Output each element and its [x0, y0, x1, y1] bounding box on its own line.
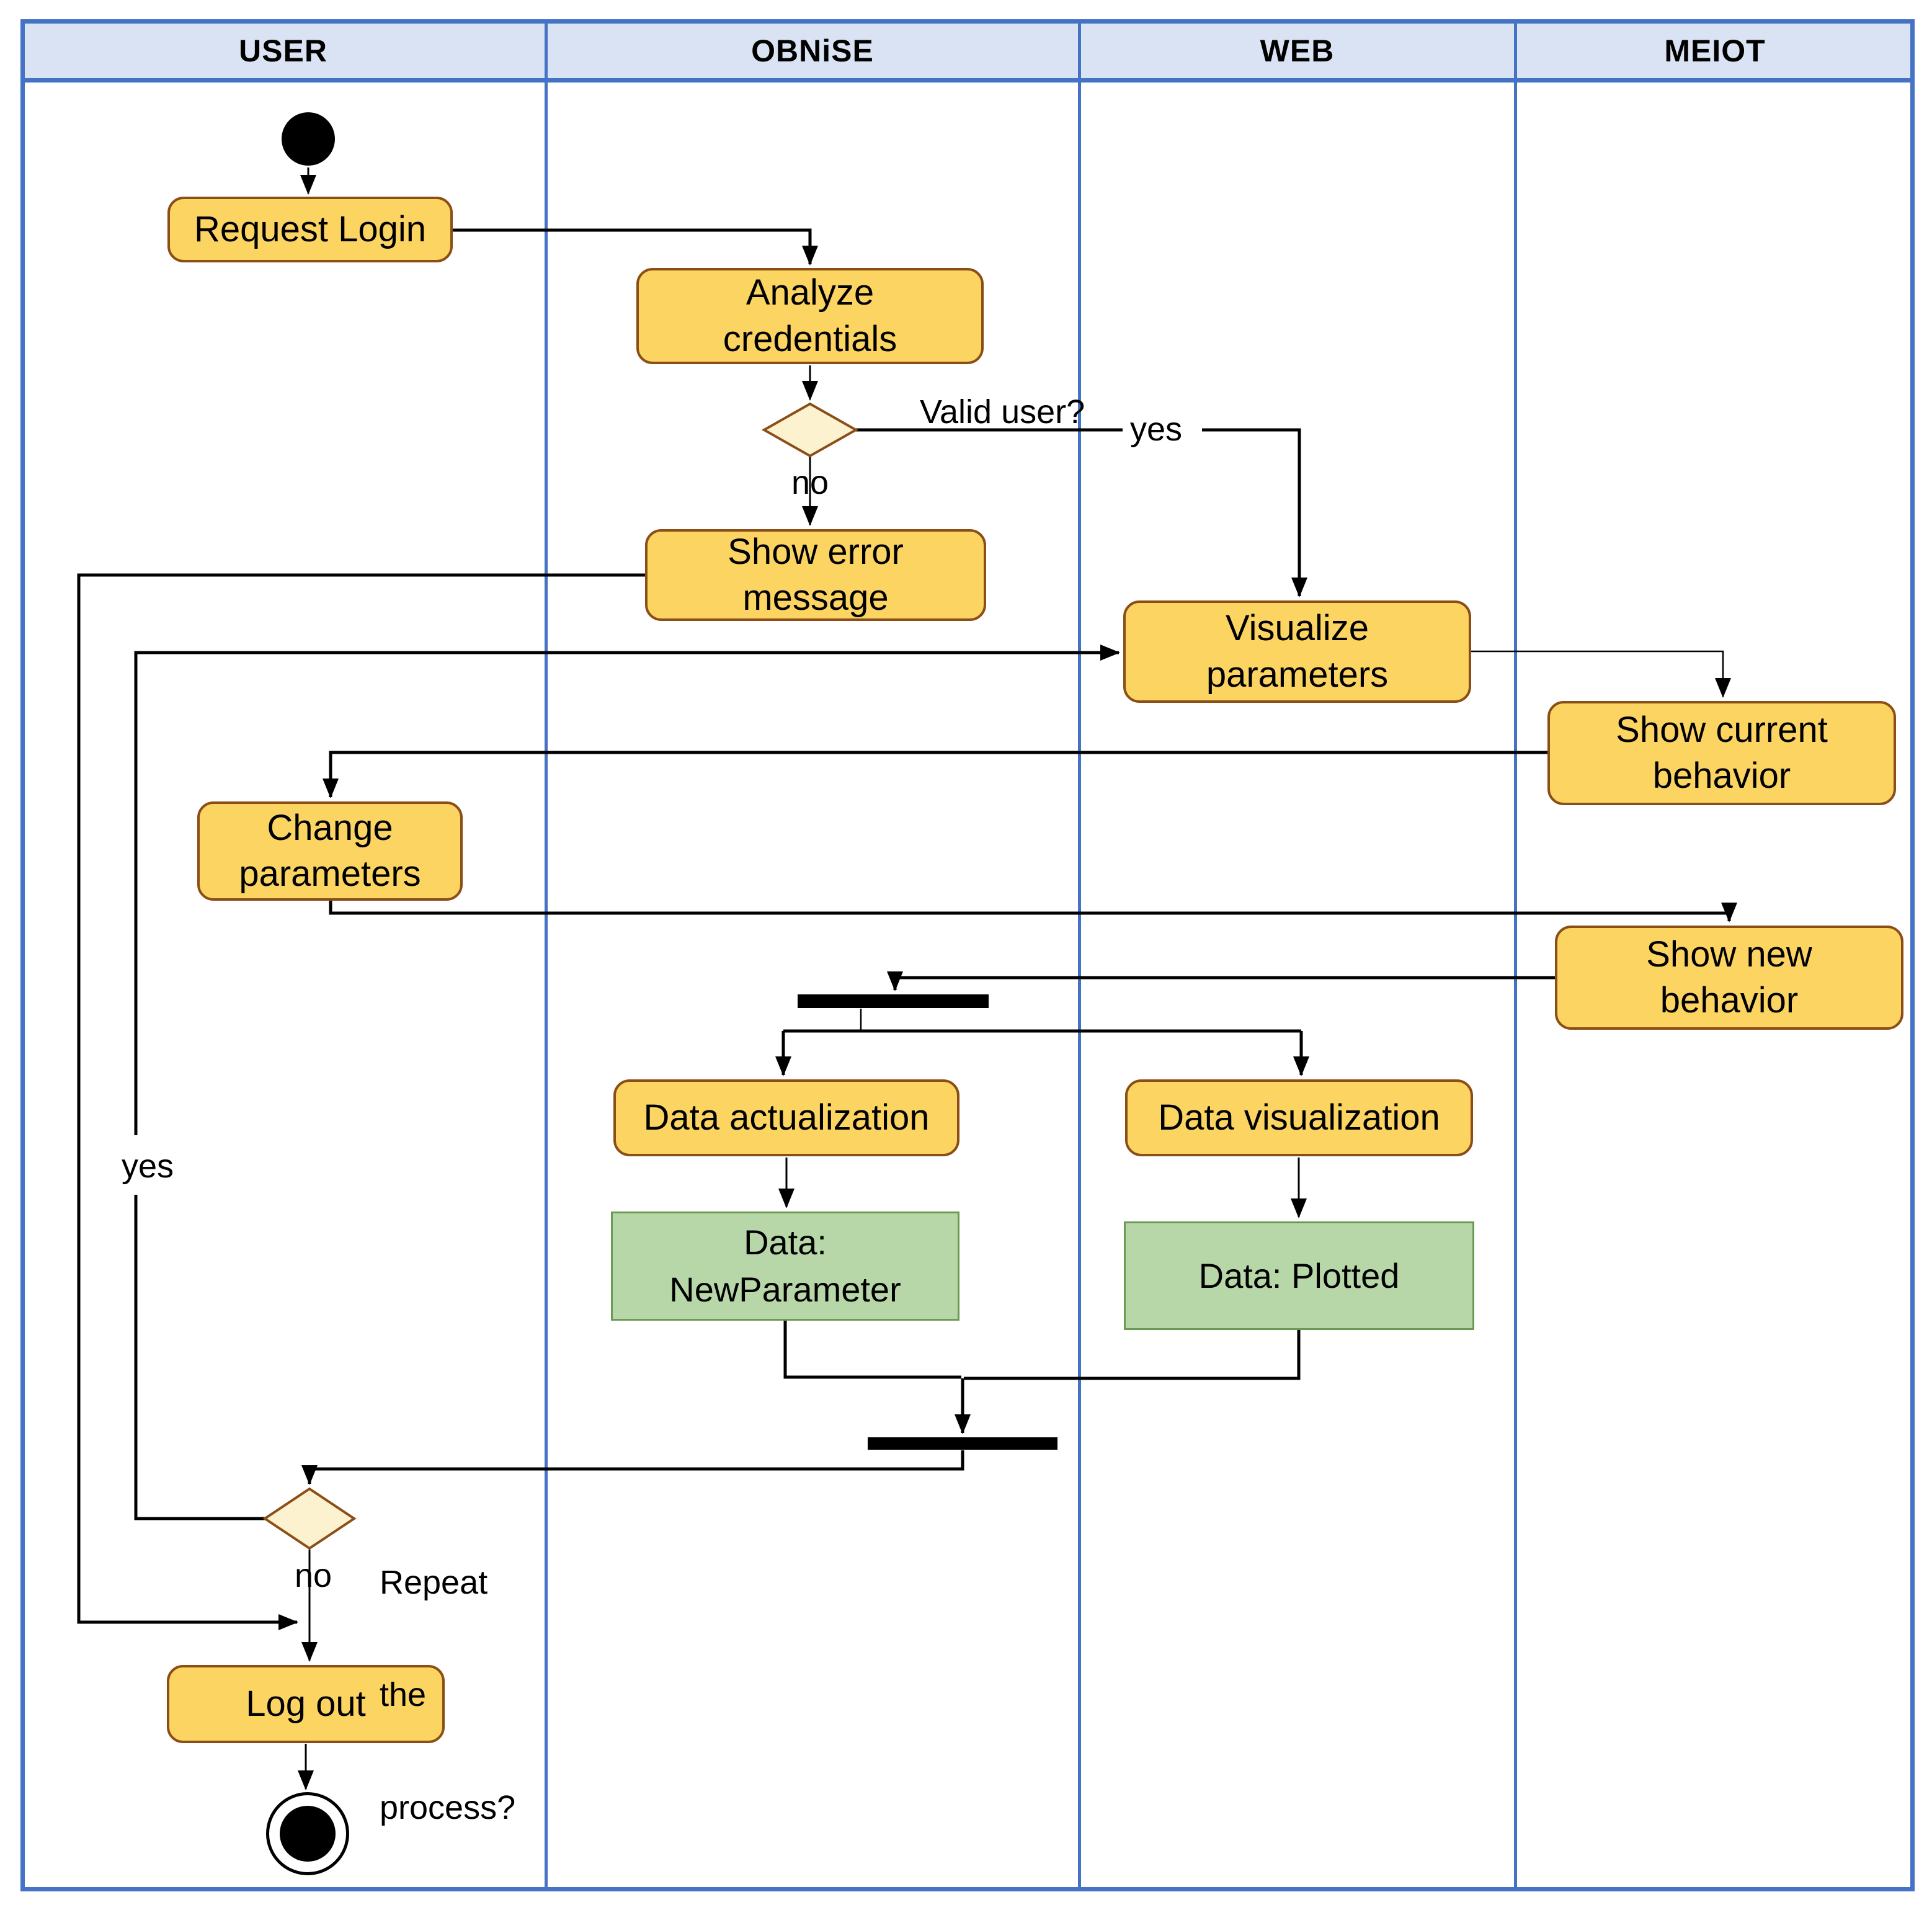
edge-visualize-to-show-current [1471, 650, 1731, 698]
activity-data-actualization: Data actualization [613, 1079, 959, 1156]
activity-label: parameters [1206, 654, 1389, 695]
activity-request-login: Request Login [167, 197, 453, 262]
repeat-no-label: no [294, 1557, 332, 1594]
object-label: Data: [744, 1223, 827, 1262]
edge-request-login-to-analyze [453, 228, 818, 266]
repeat-question-label: Repeat the process? [380, 1489, 515, 1901]
lane-divider [1078, 19, 1081, 1891]
activity-data-visualization: Data visualization [1125, 1079, 1473, 1156]
edge-show-error-loop [77, 573, 645, 1630]
activity-label: Show new [1646, 934, 1812, 975]
object-data-new-parameter: Data: NewParameter [611, 1212, 959, 1321]
edge-plotted-to-join [964, 1330, 1301, 1380]
final-node [266, 1792, 349, 1875]
diagram-frame [20, 19, 1915, 1891]
activity-label: Show current [1616, 709, 1828, 750]
activity-label: message [742, 578, 889, 618]
activity-label: behavior [1660, 980, 1799, 1020]
object-label: NewParameter [669, 1270, 901, 1309]
activity-label: Analyze [746, 272, 875, 313]
activity-label: behavior [1652, 756, 1791, 796]
valid-user-decision-diamond [761, 402, 859, 458]
activity-change-parameters: Change parameters [197, 801, 463, 901]
object-label: Data: Plotted [1198, 1256, 1400, 1295]
activity-label: credentials [723, 318, 897, 359]
edge-change-to-show-new [329, 901, 1737, 922]
lane-header-web: WEB [1260, 33, 1335, 68]
activity-label: Data visualization [1158, 1097, 1440, 1138]
edge-repeat-yes-segment [134, 1195, 265, 1520]
activity-label: Data actualization [643, 1097, 930, 1138]
repeat-question-line: process? [380, 1788, 516, 1826]
activity-show-error-message: Show error message [645, 529, 986, 621]
edge-show-new-to-fork [887, 971, 1555, 991]
edge-join-to-repeat-decision [301, 1450, 964, 1485]
activity-label: Log out [246, 1683, 366, 1724]
join-bar [868, 1437, 1057, 1450]
object-data-plotted: Data: Plotted [1124, 1221, 1474, 1330]
repeat-question-line: the [380, 1676, 427, 1714]
lane-header-meiot: MEIOT [1664, 33, 1766, 68]
activity-label: parameters [239, 854, 421, 894]
activity-show-current-behavior: Show current behavior [1547, 701, 1896, 805]
activity-label: Request Login [194, 208, 427, 249]
final-node-core [280, 1806, 336, 1862]
activity-label: Show error [728, 531, 904, 572]
activity-log-out: Log out [167, 1665, 445, 1743]
activity-visualize-parameters: Visualize parameters [1123, 600, 1471, 703]
lane-header-user: USER [239, 33, 327, 68]
repeat-decision-diamond [262, 1487, 357, 1550]
lane-header-obnise: OBNiSE [751, 33, 874, 68]
valid-user-yes-label: yes [1130, 411, 1183, 448]
initial-node [282, 112, 335, 166]
edge-newparameter-to-join [783, 1320, 961, 1379]
valid-user-no-label: no [791, 464, 829, 501]
activity-label: Visualize [1225, 608, 1369, 649]
activity-analyze-credentials: Analyze credentials [636, 268, 984, 364]
repeat-yes-label: yes [122, 1148, 174, 1185]
fork-bar [798, 994, 989, 1008]
repeat-question-line: Repeat [380, 1563, 488, 1601]
lane-divider [545, 19, 548, 1891]
edge-valid-yes-to-visualize [1202, 428, 1307, 597]
activity-label: Change [267, 807, 393, 848]
edge-repeat-yes-to-visualize [134, 645, 1120, 1135]
lane-divider [1514, 19, 1517, 1891]
valid-user-question-label: Valid user? [920, 393, 1085, 431]
activity-show-new-behavior: Show new behavior [1555, 926, 1903, 1030]
edge-show-current-to-change [323, 751, 1547, 798]
